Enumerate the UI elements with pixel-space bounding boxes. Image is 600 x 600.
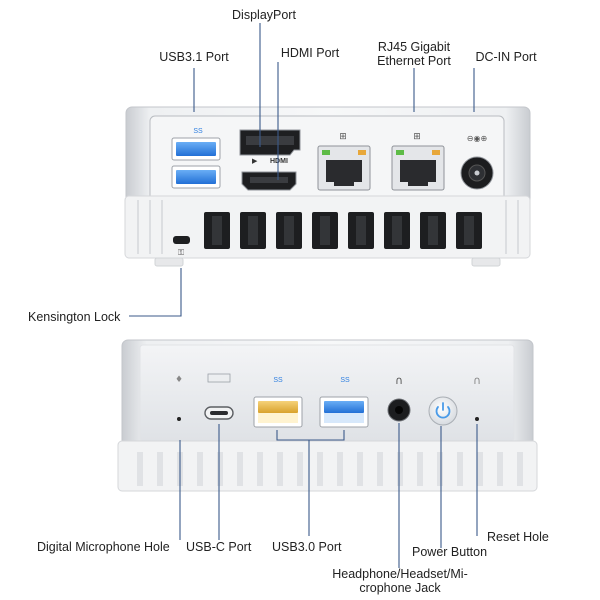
front-usb30-blue: SS [319, 377, 369, 428]
rear-kensington-lock: ⚿ [173, 236, 190, 257]
rear-usb31-ports: SS [171, 128, 221, 189]
label-digital-microphone-hole: Digital Microphone Hole [37, 540, 170, 554]
svg-text:⚿: ⚿ [178, 248, 184, 257]
label-power-button: Power Button [412, 545, 488, 559]
label-usb30-port: USB3.0 Port [272, 540, 342, 554]
label-jack-line2: crophone Jack [359, 581, 441, 595]
front-mic-hole: ♦ [175, 375, 183, 421]
front-view-device: ♦ SS SS ∩ [117, 339, 538, 492]
usb-ss-logo: SS [193, 128, 203, 135]
label-reset-hole: Reset Hole [487, 530, 549, 544]
front-audio-jack: ∩ [387, 374, 411, 422]
rear-hdmi-port [241, 171, 297, 191]
callout-kensington [129, 268, 182, 317]
svg-text:∩: ∩ [395, 374, 403, 387]
label-kensington-lock: Kensington Lock [28, 310, 121, 324]
label-jack-line1: Headphone/Headset/Mi- [332, 567, 468, 581]
svg-text:⊞: ⊞ [413, 132, 421, 142]
rear-displayport: ▶ HDMI [239, 129, 301, 165]
label-rj45-ethernet: RJ45 Gigabit Ethernet Port [370, 40, 458, 68]
label-rj45-line2: Ethernet Port [377, 54, 451, 68]
label-usb31-port: USB3.1 Port [159, 50, 229, 64]
rear-dc-in: ⊖◉⊕ [460, 134, 494, 190]
front-reset-hole: ∩ [473, 374, 481, 421]
svg-text:SS: SS [340, 377, 350, 384]
label-hdmi-port: HDMI Port [280, 46, 340, 60]
label-dc-in-port: DC-IN Port [475, 50, 537, 64]
front-usb30-yellow: SS [253, 377, 303, 428]
label-headphone-jack: Headphone/Headset/Mi- crophone Jack [326, 567, 474, 595]
callout-lines [129, 23, 478, 568]
svg-text:∩: ∩ [473, 374, 481, 387]
hdmi-logo: HDMI [270, 158, 288, 165]
rear-ethernet-ports: ⊞ ⊞ [317, 132, 445, 191]
front-power-button [428, 396, 458, 426]
svg-text:♦: ♦ [175, 375, 183, 385]
svg-text:⊞: ⊞ [339, 132, 347, 142]
label-displayport: DisplayPort [232, 8, 296, 22]
svg-text:SS: SS [273, 377, 283, 384]
svg-text:⊖◉⊕: ⊖◉⊕ [467, 134, 487, 143]
front-usbc-port [204, 373, 234, 420]
label-usbc-port: USB-C Port [186, 540, 252, 554]
callout-usb30 [276, 430, 345, 441]
label-rj45-line1: RJ45 Gigabit [377, 40, 451, 54]
rear-base-ribs [137, 200, 519, 254]
rear-view-device: SS ▶ HDMI ⊞ ⊞ [124, 106, 531, 267]
svg-text:▶: ▶ [252, 158, 258, 165]
